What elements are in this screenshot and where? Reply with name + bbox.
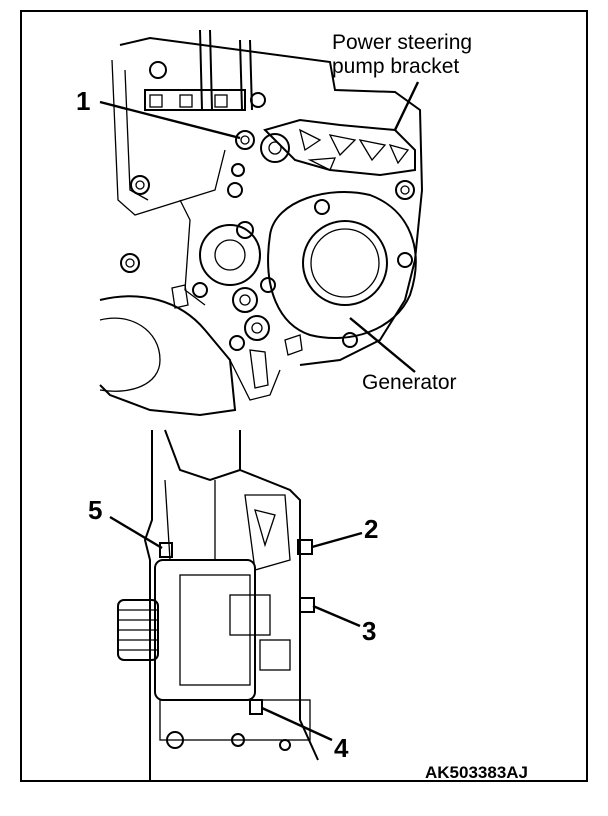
bottom-view-drawing <box>117 429 319 780</box>
generator-label: Generator <box>362 371 457 394</box>
callout-4: 4 <box>334 733 349 763</box>
callout-2: 2 <box>364 514 378 544</box>
power-steering-label-line1: Power steering <box>332 31 472 54</box>
callout-1: 1 <box>76 86 90 116</box>
top-view-drawing <box>99 29 424 417</box>
power-steering-label-line2: pump bracket <box>332 55 459 78</box>
callout-5: 5 <box>88 495 102 525</box>
figure-frame <box>20 10 588 782</box>
callout-3: 3 <box>362 616 376 646</box>
leader-lines <box>99 81 420 742</box>
figure-code: AK503383AJ <box>425 763 528 782</box>
